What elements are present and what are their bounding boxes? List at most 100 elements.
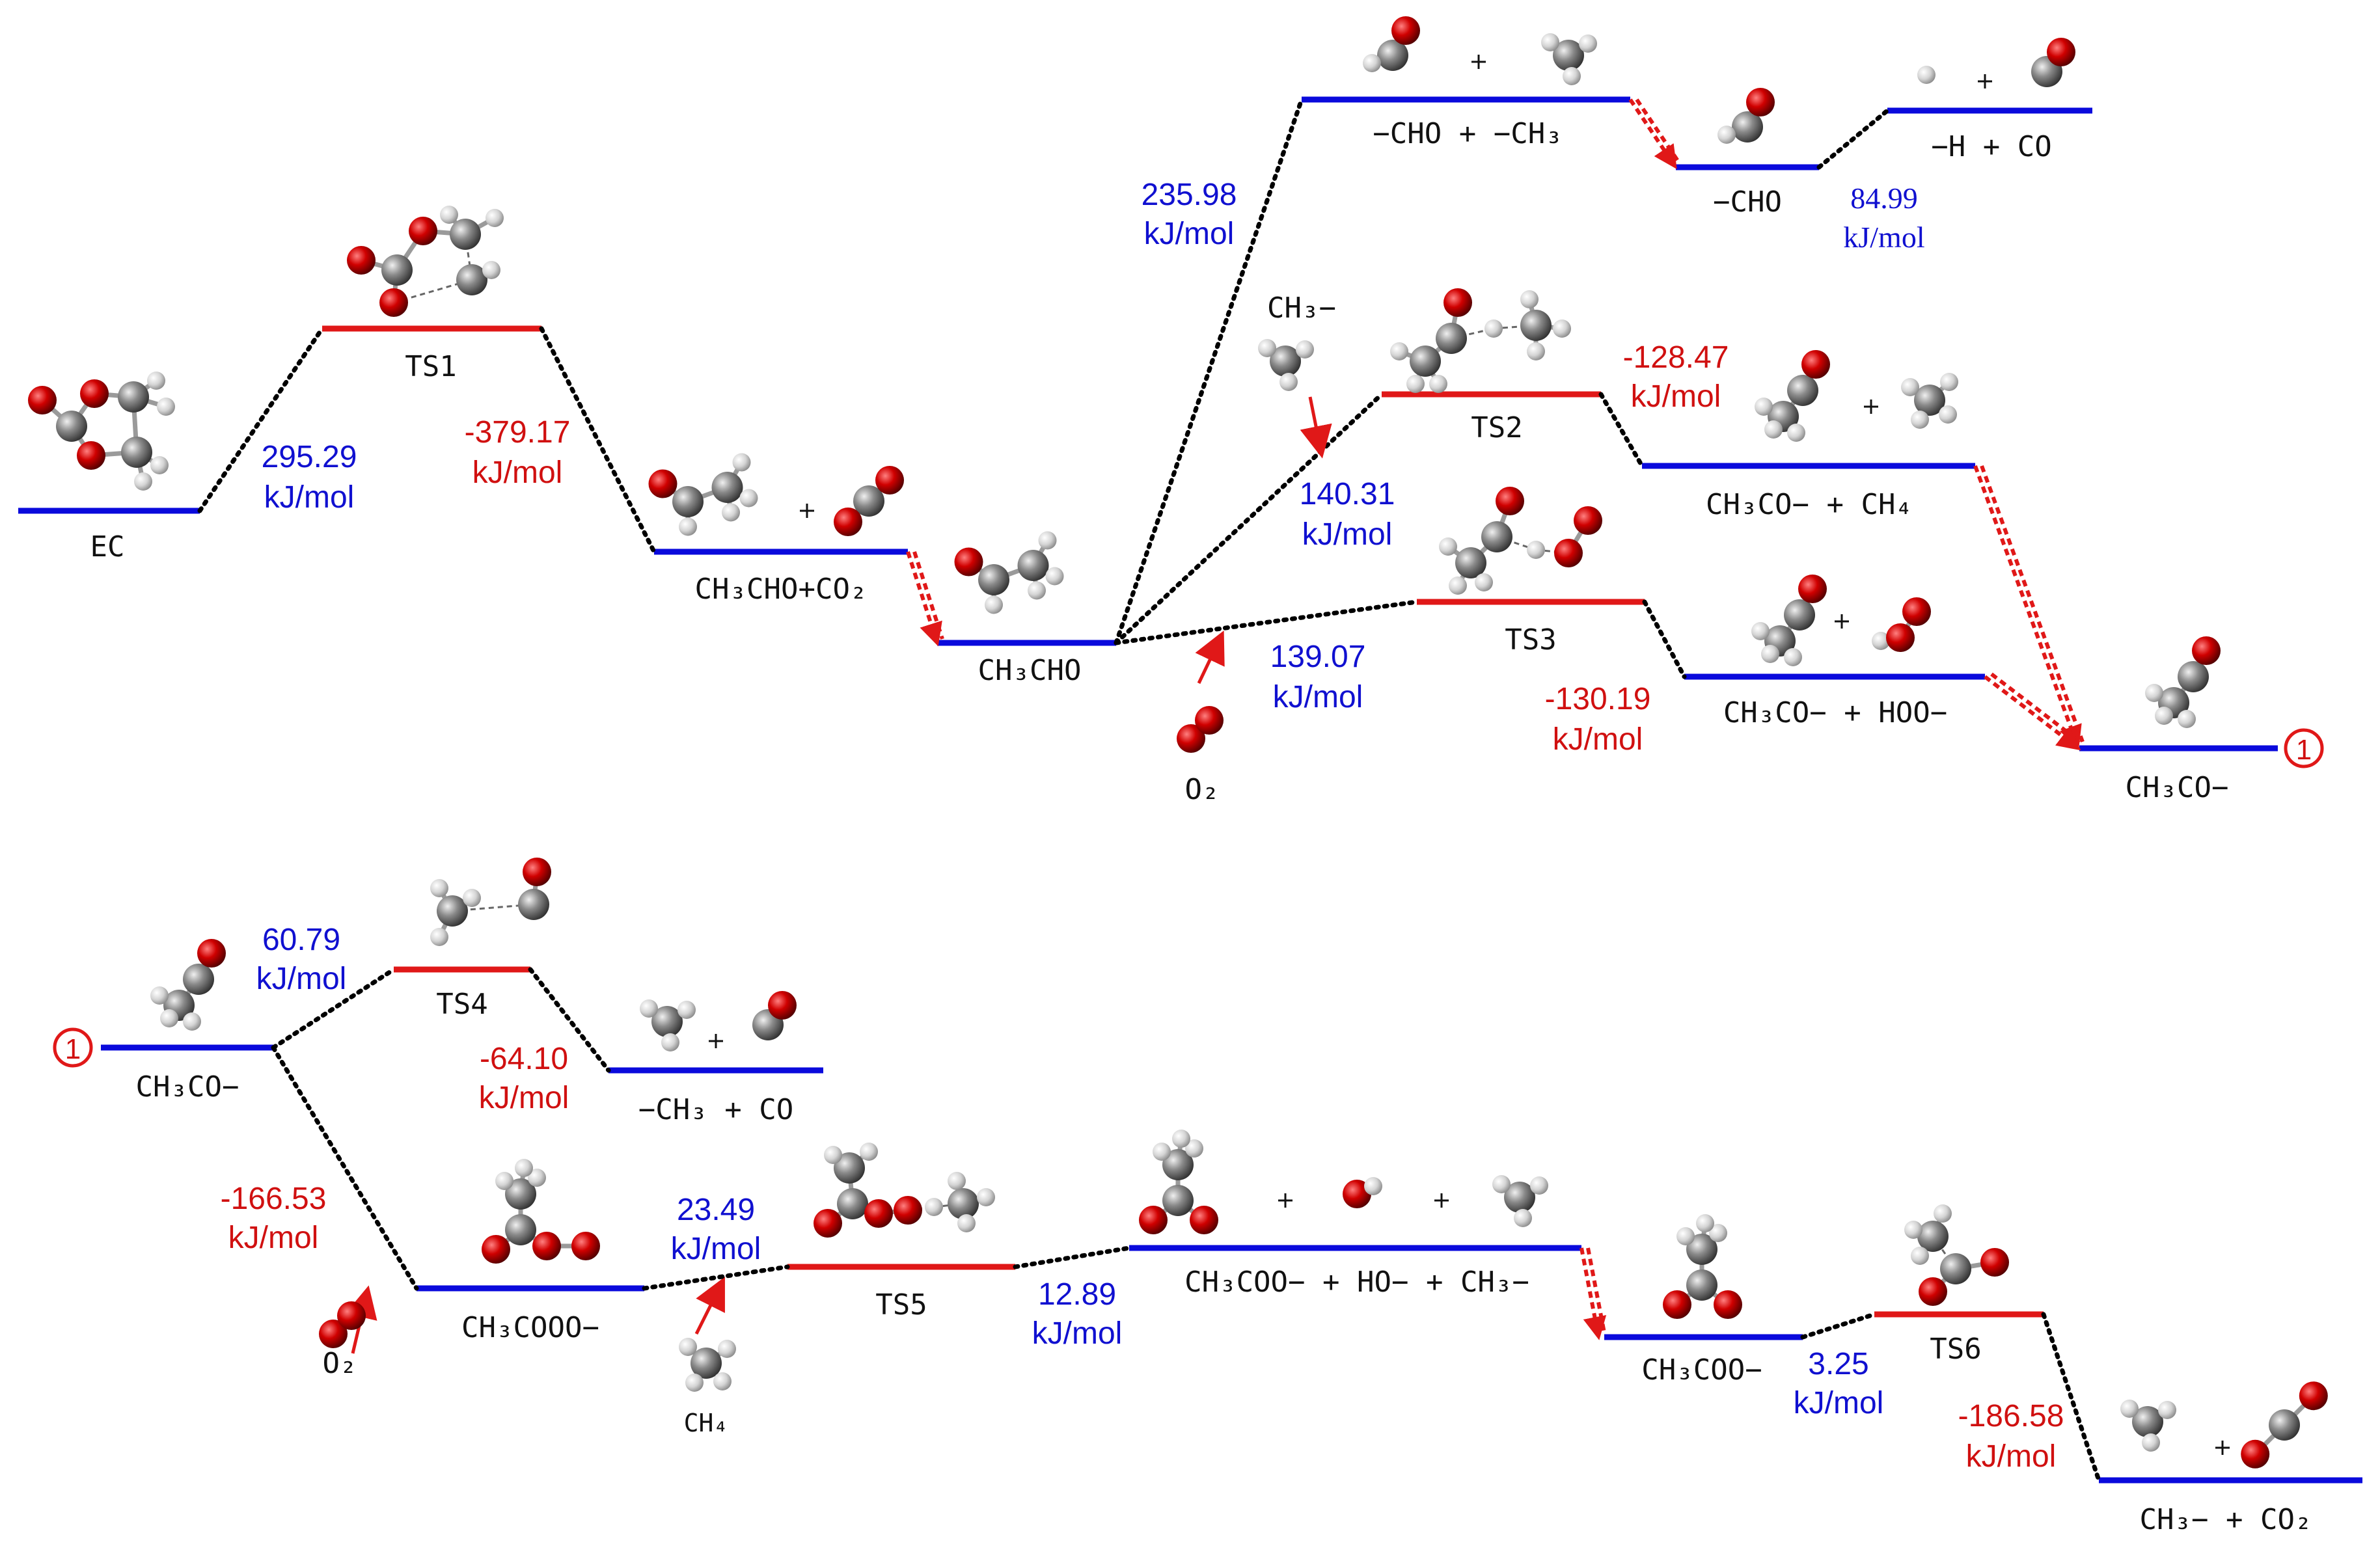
hydrogen-atom	[1917, 66, 1935, 84]
o2-molecule-2	[319, 1301, 366, 1348]
plus-sign	[2215, 1441, 2230, 1455]
plus-sign	[1978, 74, 1992, 88]
svg-text:1: 1	[65, 1033, 81, 1065]
methyl-molecule-3	[1492, 1175, 1548, 1227]
energy-23-49: 23.49	[677, 1193, 755, 1227]
label-ch3-co2: CH₃− + CO₂	[2140, 1503, 2312, 1536]
hydroperoxyl-molecule	[1872, 597, 1931, 652]
plus-sign	[1434, 1193, 1449, 1208]
plus-sign	[1278, 1193, 1293, 1208]
formyl-molecule-2	[1717, 88, 1775, 144]
svg-text:kJ/mol: kJ/mol	[1273, 680, 1363, 714]
energy-295-29: 295.29	[262, 440, 357, 474]
label-ts6: TS6	[1930, 1333, 1981, 1366]
co2-molecule	[834, 466, 904, 536]
svg-text:kJ/mol: kJ/mol	[479, 1081, 569, 1115]
acetyl-molecule-3	[2145, 636, 2221, 728]
label-o2-top: O₂	[1185, 773, 1220, 806]
acetate-molecule	[1139, 1130, 1218, 1234]
state-labels: EC TS1 CH₃CHO+CO₂ CH₃CHO −CHO + −CH₃ −CH…	[90, 117, 2312, 1536]
decomposition-arrows-bottom	[1580, 1247, 1607, 1340]
label-ts4: TS4	[436, 988, 487, 1021]
energy-166-53: -166.53	[221, 1182, 327, 1216]
svg-text:kJ/mol: kJ/mol	[1144, 217, 1235, 251]
acetaldehyde-molecule	[648, 453, 758, 536]
label-ts1: TS1	[405, 350, 456, 383]
svg-text:kJ/mol: kJ/mol	[671, 1232, 761, 1266]
label-ts2: TS2	[1471, 411, 1522, 444]
label-ch3co-bottom: CH₃CO−	[136, 1070, 239, 1104]
label-ts5: TS5	[875, 1288, 927, 1322]
label-cho: −CHO	[1713, 185, 1782, 219]
svg-text:kJ/mol: kJ/mol	[1794, 1386, 1884, 1420]
label-ch3co-top: CH₃CO−	[2126, 771, 2229, 804]
energy-64-10: -64.10	[480, 1042, 568, 1076]
acetaldehyde-molecule-2	[954, 531, 1064, 614]
label-ec: EC	[90, 530, 125, 563]
svg-text:kJ/mol: kJ/mol	[256, 962, 347, 996]
acetyl-molecule-2	[1751, 575, 1827, 666]
svg-text:kJ/mol: kJ/mol	[1966, 1439, 2057, 1474]
svg-text:kJ/mol: kJ/mol	[1631, 379, 1721, 414]
ts1-molecule	[347, 206, 504, 317]
molecule-illustrations	[28, 16, 2328, 1469]
plus-sign	[1835, 614, 1849, 629]
label-ch3-minus-reagent: CH₃−	[1267, 291, 1336, 325]
svg-text:kJ/mol: kJ/mol	[264, 480, 355, 515]
acetyl-molecule-4	[150, 939, 226, 1031]
formyl-molecule	[1363, 16, 1420, 72]
label-ch3cho: CH₃CHO	[978, 654, 1082, 687]
svg-text:kJ/mol: kJ/mol	[1553, 722, 1643, 757]
energy-3-25: 3.25	[1808, 1347, 1868, 1381]
energy-60-79: 60.79	[262, 923, 340, 957]
methyl-molecule	[1541, 33, 1597, 85]
plus-sign	[709, 1034, 723, 1048]
energy-186-58: -186.58	[1958, 1399, 2064, 1433]
link-marker-top: 1	[2284, 728, 2324, 768]
svg-text:1: 1	[2296, 734, 2312, 766]
ts3-molecule	[1439, 487, 1602, 595]
hydroxyl-molecule	[1343, 1177, 1382, 1208]
svg-text:kJ/mol: kJ/mol	[1032, 1316, 1123, 1351]
svg-text:kJ/mol: kJ/mol	[1843, 221, 1924, 254]
label-ch3co-hoo: CH₃CO− + HOO−	[1723, 696, 1947, 729]
svg-text:kJ/mol: kJ/mol	[228, 1221, 319, 1255]
ethylene-carbonate-molecule	[28, 372, 175, 491]
methane-molecule	[1901, 373, 1958, 429]
energy-235-98: 235.98	[1142, 178, 1237, 212]
label-ch3cho-co2: CH₃CHO+CO₂	[695, 573, 868, 606]
energy-labels: 295.29 kJ/mol -379.17 kJ/mol 235.98 kJ/m…	[221, 178, 2064, 1474]
energy-128-47: -128.47	[1623, 340, 1729, 375]
label-ch3co-ch4: CH₃CO− + CH₄	[1706, 488, 1913, 521]
label-ch4-reagent: CH₄	[684, 1409, 729, 1437]
methyl-molecule-2	[640, 999, 696, 1051]
o2-molecule	[1177, 706, 1224, 753]
label-h-co: −H + CO	[1931, 130, 2051, 163]
label-ch3-co: −CH₃ + CO	[638, 1093, 793, 1126]
methyl-reagent-molecule	[1258, 339, 1314, 391]
acetyl-molecule	[1755, 350, 1830, 442]
energy-12-89: 12.89	[1038, 1277, 1116, 1312]
label-ts3: TS3	[1505, 623, 1556, 657]
connectors-top	[197, 97, 1890, 679]
methyl-molecule-4	[2120, 1400, 2176, 1452]
svg-text:kJ/mol: kJ/mol	[1302, 517, 1393, 552]
co-molecule	[2031, 38, 2075, 87]
label-ch3coo: CH₃COO−	[1641, 1353, 1762, 1387]
energy-84-99: 84.99	[1850, 182, 1918, 215]
label-o2-bottom: O₂	[323, 1347, 357, 1380]
label-ch3coo-ho-ch3: CH₃COO− + HO− + CH₃−	[1184, 1266, 1529, 1299]
plus-signs	[709, 55, 2230, 1455]
plus-sign	[1864, 400, 1878, 414]
label-ch3cooo: CH₃COOO−	[461, 1311, 599, 1344]
energy-140-31: 140.31	[1300, 477, 1395, 511]
energy-130-19: -130.19	[1545, 682, 1651, 716]
peracetate-molecule	[482, 1159, 600, 1264]
link-marker-bottom: 1	[53, 1027, 93, 1068]
plus-sign	[800, 504, 814, 518]
co2-molecule-2	[2241, 1381, 2328, 1469]
connectors-bottom	[271, 967, 2101, 1483]
ts2-molecule	[1390, 288, 1571, 393]
svg-text:kJ/mol: kJ/mol	[472, 455, 563, 490]
